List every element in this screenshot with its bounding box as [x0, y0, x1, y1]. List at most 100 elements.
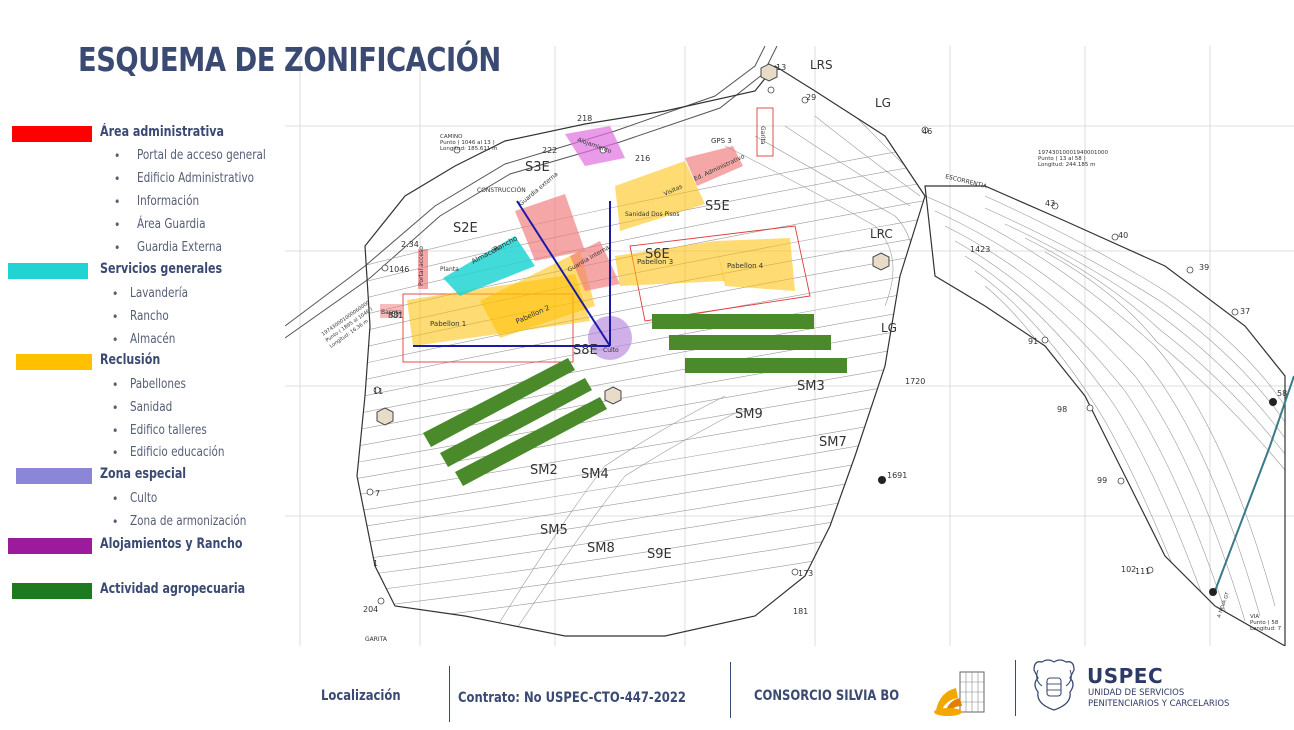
legend-swatch	[16, 468, 92, 484]
zone-label: S3E	[525, 160, 550, 175]
point-label: GARITA	[365, 636, 388, 643]
map-note: CAMINO	[440, 134, 463, 140]
footer-localizacion: Localización	[321, 688, 401, 704]
point-label: 102	[1121, 565, 1136, 574]
zone-label: SM8	[587, 541, 615, 556]
point-label: 2.34	[401, 240, 419, 249]
legend-item: Edificio educación	[130, 444, 225, 460]
legend-item: Edificio Administrativo	[137, 170, 255, 186]
zone-admin-building	[685, 146, 743, 186]
point-label: 1046	[389, 265, 409, 274]
zone-reclusion-pabellon3	[615, 241, 725, 286]
building-label: Basura	[381, 309, 402, 316]
point-label: 13	[776, 63, 786, 72]
point-label: 204	[363, 605, 378, 614]
legend-item: Guardia Externa	[137, 239, 222, 255]
legend-item: Lavandería	[130, 285, 189, 301]
map-note: Longitud: 7	[1250, 626, 1282, 632]
point-label: 29	[806, 93, 816, 102]
zone-label: SM4	[581, 467, 609, 482]
zone-agropecuaria	[423, 314, 847, 486]
zone-label: LRC	[870, 227, 893, 241]
map-labels: LRS LG LRC LG S2E S3E S5E S6E S8E S9E SM…	[321, 58, 1287, 643]
point-label: 11	[373, 387, 383, 396]
map-note: Punto ( 13 al 58 )	[1038, 156, 1086, 162]
zone-admin-guardia-externa	[515, 194, 585, 261]
building-label: Pabellon 1	[430, 320, 466, 328]
legend-category-label: Área administrativa	[100, 124, 224, 140]
legend-item: Rancho	[130, 308, 169, 324]
point-label: 98	[1057, 405, 1067, 414]
zone-label: S8E	[573, 343, 598, 358]
legend-item: Pabellones	[130, 376, 186, 392]
legend-item: Sanidad	[130, 399, 173, 415]
map-note: Longitud: 185.611 m	[440, 146, 497, 152]
legend-item: Portal de acceso general	[137, 147, 266, 163]
legend-item: Almacén	[130, 331, 176, 347]
point-label: 40	[1118, 231, 1128, 240]
zone-label: S2E	[453, 221, 478, 236]
building-label: Sanidad Dos Pisos	[625, 211, 680, 218]
point-label: 7	[375, 489, 380, 498]
zone-admin-guardia-interna	[570, 241, 620, 291]
footer: Localización Contrato: No USPEC-CTO-447-…	[0, 650, 1294, 730]
point-label: 91	[1028, 337, 1038, 346]
zone-label: LG	[881, 321, 897, 335]
legend-item: Área Guardia	[137, 216, 206, 232]
zone-label: SM9	[735, 407, 763, 422]
legend-swatch	[16, 354, 92, 370]
uspec-logo-subtitle: PENITENCIARIOS Y CARCELARIOS	[1088, 699, 1230, 709]
point-label: 99	[1097, 476, 1107, 485]
point-label: 46	[922, 127, 932, 136]
site-plan-map: LRS LG LRC LG S2E S3E S5E S6E S8E S9E SM…	[285, 46, 1294, 646]
point-label: 1423	[970, 245, 990, 254]
point-label: 39	[1199, 263, 1209, 272]
legend-category-label: Reclusión	[100, 352, 161, 368]
legend-swatch	[8, 538, 92, 554]
legend-category-label: Actividad agropecuaria	[100, 581, 246, 597]
consorcio-logo-icon	[934, 671, 985, 716]
zone-alojamientos	[565, 126, 625, 166]
point-label: 58	[1277, 389, 1287, 398]
map-note: Punto ( 1046 al 13 )	[440, 140, 495, 146]
legend-swatch	[12, 126, 92, 142]
map-note: Punto ( 58	[1250, 620, 1279, 626]
colombia-seal-icon	[1033, 659, 1075, 711]
footer-contrato: Contrato: No USPEC-CTO-447-2022	[458, 690, 686, 706]
point-label: ESCORRENTIA	[945, 173, 989, 190]
uspec-logo-subtitle: UNIDAD DE SERVICIOS	[1088, 688, 1185, 698]
legend-swatch	[8, 263, 88, 279]
terrain-boundary	[356, 65, 926, 637]
building-label: Culto	[603, 347, 619, 354]
footer-separator	[730, 662, 731, 718]
point-label: 881	[388, 311, 403, 320]
map-note: VIA	[1250, 614, 1259, 620]
map-note: Longitud: 244.185 m	[1038, 162, 1095, 168]
footer-separator	[1015, 660, 1016, 716]
legend-item: Zona de armonización	[130, 513, 247, 529]
legend-category-label: Alojamientos y Rancho	[100, 536, 243, 552]
hexagon-markers	[376, 63, 890, 426]
point-label: GPS 3	[711, 137, 732, 145]
zone-label: S9E	[647, 547, 672, 562]
east-ridge-boundary	[924, 185, 1286, 646]
zone-label: LRS	[810, 58, 833, 72]
zone-servicios	[443, 236, 535, 296]
east-road	[1214, 375, 1294, 592]
point-label: 181	[793, 607, 808, 616]
uspec-logo-title: USPEC	[1087, 664, 1164, 688]
dark-markers	[878, 398, 1277, 596]
legend-category-label: Zona especial	[100, 466, 187, 482]
point-label: 43	[1045, 199, 1055, 208]
building-label: Pabellon 3	[637, 258, 673, 266]
zone-fills	[380, 126, 795, 360]
zone-label: SM3	[797, 379, 825, 394]
legend-item: Culto	[130, 490, 158, 506]
point-label: 173	[798, 569, 813, 578]
point-label: 222	[542, 146, 557, 155]
zone-reclusion-pabellon2	[480, 251, 595, 338]
zone-admin-portal	[418, 249, 428, 289]
zone-reclusion-pabellon4	[715, 238, 795, 291]
zone-label: S6E	[645, 247, 670, 262]
legend-swatch	[12, 583, 92, 599]
